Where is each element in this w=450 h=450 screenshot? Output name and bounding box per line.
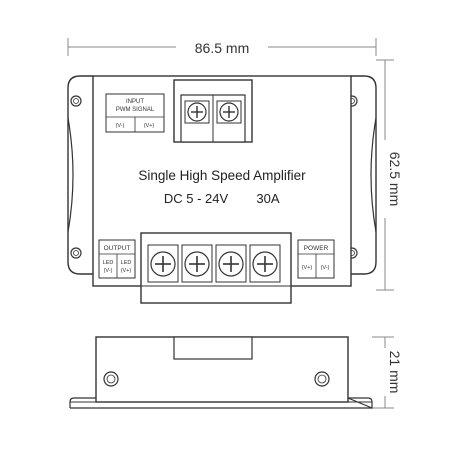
left-mounting-flange: [67, 75, 93, 275]
output-label-title: OUTPUT: [104, 245, 131, 252]
depth-dimension: [372, 336, 394, 409]
input-terminal-block: [173, 79, 253, 143]
mounting-hole-bottom-left: [70, 247, 82, 259]
side-hole-left: [103, 371, 119, 387]
side-terminal-protrusion: [173, 336, 253, 360]
output-label-panel: OUTPUT LED (V-) LED (V+): [98, 239, 136, 279]
terminal-screw-3: [215, 244, 247, 283]
power-label-panel: POWER (V+) (V-): [297, 239, 335, 279]
input-pin-pos: (V+): [144, 123, 155, 129]
input-label-line2: PWM SIGNAL: [116, 107, 155, 113]
terminal-screw-1: [147, 244, 179, 283]
height-dimension: [376, 59, 394, 291]
right-mounting-flange: [351, 75, 377, 275]
top-view: INPUT PWM SIGNAL (V-) (V+) Single High S…: [67, 75, 377, 304]
terminal-screw-2: [181, 244, 213, 283]
device-rating-voltage: DC 5 - 24V: [164, 191, 229, 206]
height-dimension-label: 62.5 mm: [387, 152, 403, 206]
device-rating-current: 30A: [256, 191, 279, 206]
output-led2-line1: LED: [121, 260, 132, 266]
power-pin-neg: (V-): [321, 265, 330, 271]
side-hole-right: [314, 371, 330, 387]
input-label-line1: INPUT: [126, 99, 144, 105]
device-title: Single High Speed Amplifier: [138, 168, 306, 183]
width-dimension: [67, 38, 377, 56]
input-screw-1: [184, 100, 210, 124]
power-pin-pos: (V+): [302, 265, 313, 271]
main-terminal-block: [140, 232, 292, 304]
power-label-title: POWER: [304, 245, 329, 252]
input-label-panel: INPUT PWM SIGNAL (V-) (V+): [105, 93, 165, 133]
output-led1-line2: (V-): [104, 268, 113, 274]
output-led1-line1: LED: [103, 260, 114, 266]
input-pin-neg: (V-): [116, 123, 125, 129]
mounting-hole-top-left: [70, 95, 82, 107]
width-dimension-label: 86.5 mm: [195, 40, 249, 56]
terminal-screw-4: [249, 244, 281, 283]
input-screw-2: [216, 100, 242, 124]
depth-dimension-label: 21 mm: [387, 351, 403, 394]
output-led2-line2: (V+): [121, 268, 132, 274]
side-view: [69, 336, 373, 409]
